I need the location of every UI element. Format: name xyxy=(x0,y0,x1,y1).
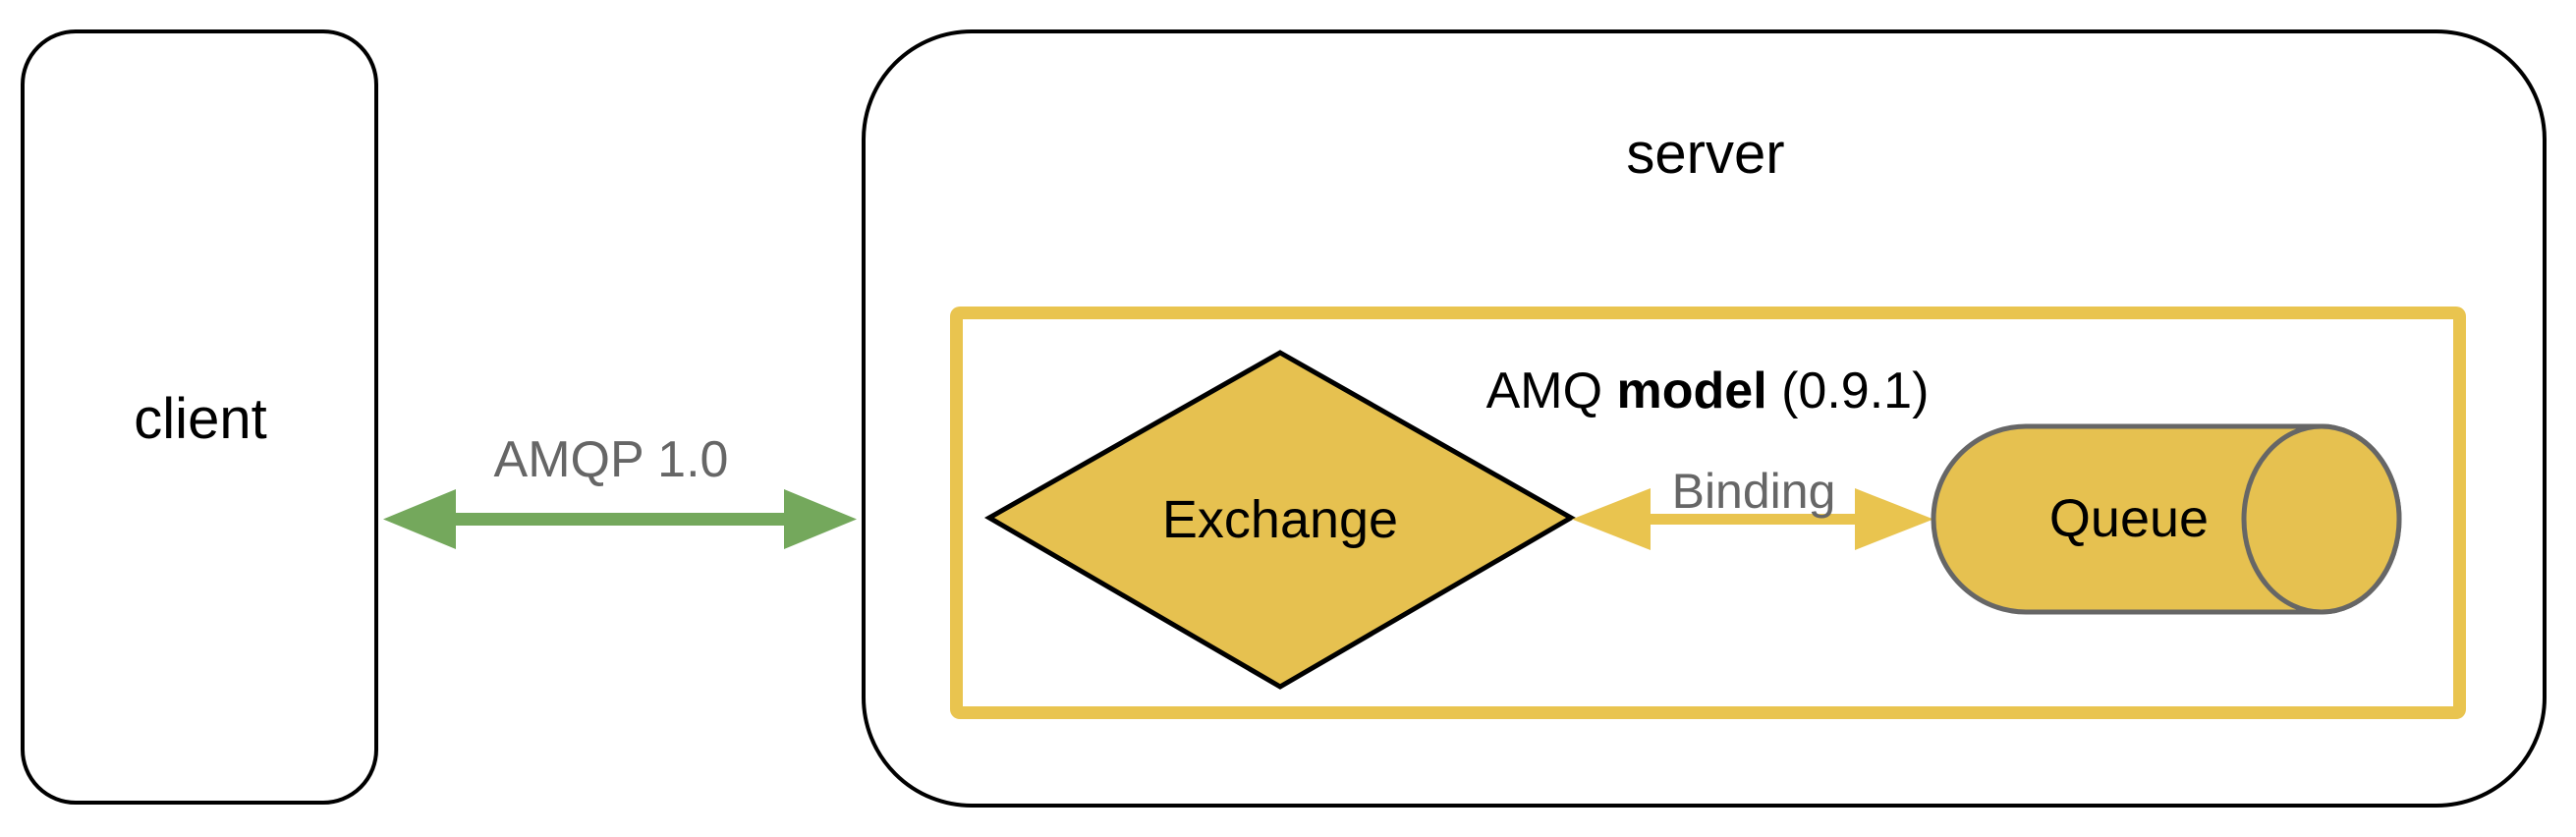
amq-model-box xyxy=(950,307,2466,719)
server-label: server xyxy=(1626,122,1785,186)
exchange-diamond xyxy=(983,350,1577,690)
queue-cylinder xyxy=(1931,423,2402,615)
queue-cylinder-end-cap xyxy=(2241,423,2402,615)
amq-model-title-suffix: (0.9.1) xyxy=(1766,363,1930,419)
binding-label: Binding xyxy=(1671,464,1836,519)
binding-double-arrow-shape xyxy=(1572,488,1933,550)
amq-model-title-prefix: AMQ xyxy=(1485,363,1617,419)
server-box xyxy=(862,29,2547,808)
amqp-double-arrow-shape xyxy=(383,489,857,549)
amq-model-title-bold: model xyxy=(1616,363,1767,419)
exchange-label: Exchange xyxy=(1161,490,1399,549)
amq-model-title: AMQ model (0.9.1) xyxy=(1486,365,1930,417)
queue-label: Queue xyxy=(2048,489,2210,548)
client-label: client xyxy=(134,387,267,451)
binding-double-arrow xyxy=(1572,488,1933,550)
client-box xyxy=(21,29,378,805)
exchange-diamond-shape xyxy=(983,350,1577,690)
amqp-protocol-label: AMQP 1.0 xyxy=(493,431,729,488)
amqp-double-arrow xyxy=(383,489,857,549)
